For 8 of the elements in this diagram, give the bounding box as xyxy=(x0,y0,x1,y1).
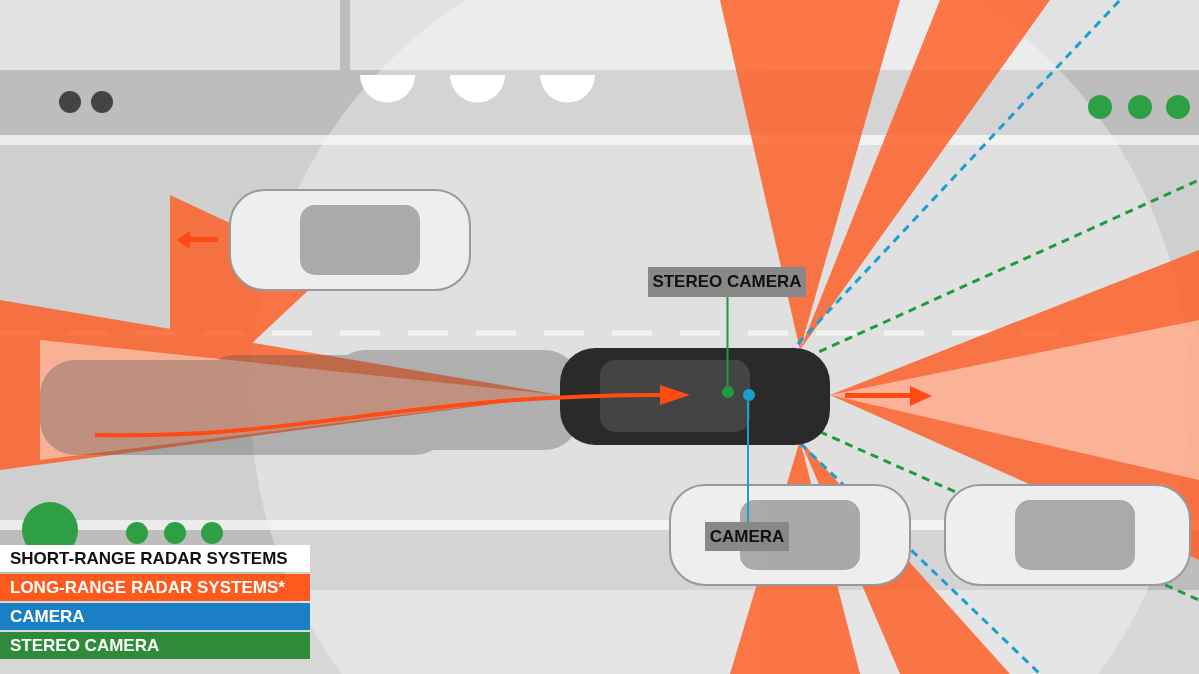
callout-label: CAMERA xyxy=(705,522,789,551)
legend-entry: LONG-RANGE RADAR SYSTEMS* xyxy=(0,574,310,601)
leader-line xyxy=(747,400,749,523)
legend-entry: CAMERA xyxy=(0,603,310,630)
leader-line xyxy=(726,296,729,387)
callout-label: STEREO CAMERA xyxy=(648,267,806,297)
legend-entry: SHORT-RANGE RADAR SYSTEMS xyxy=(0,545,310,572)
legend-entry: STEREO CAMERA xyxy=(0,632,310,659)
